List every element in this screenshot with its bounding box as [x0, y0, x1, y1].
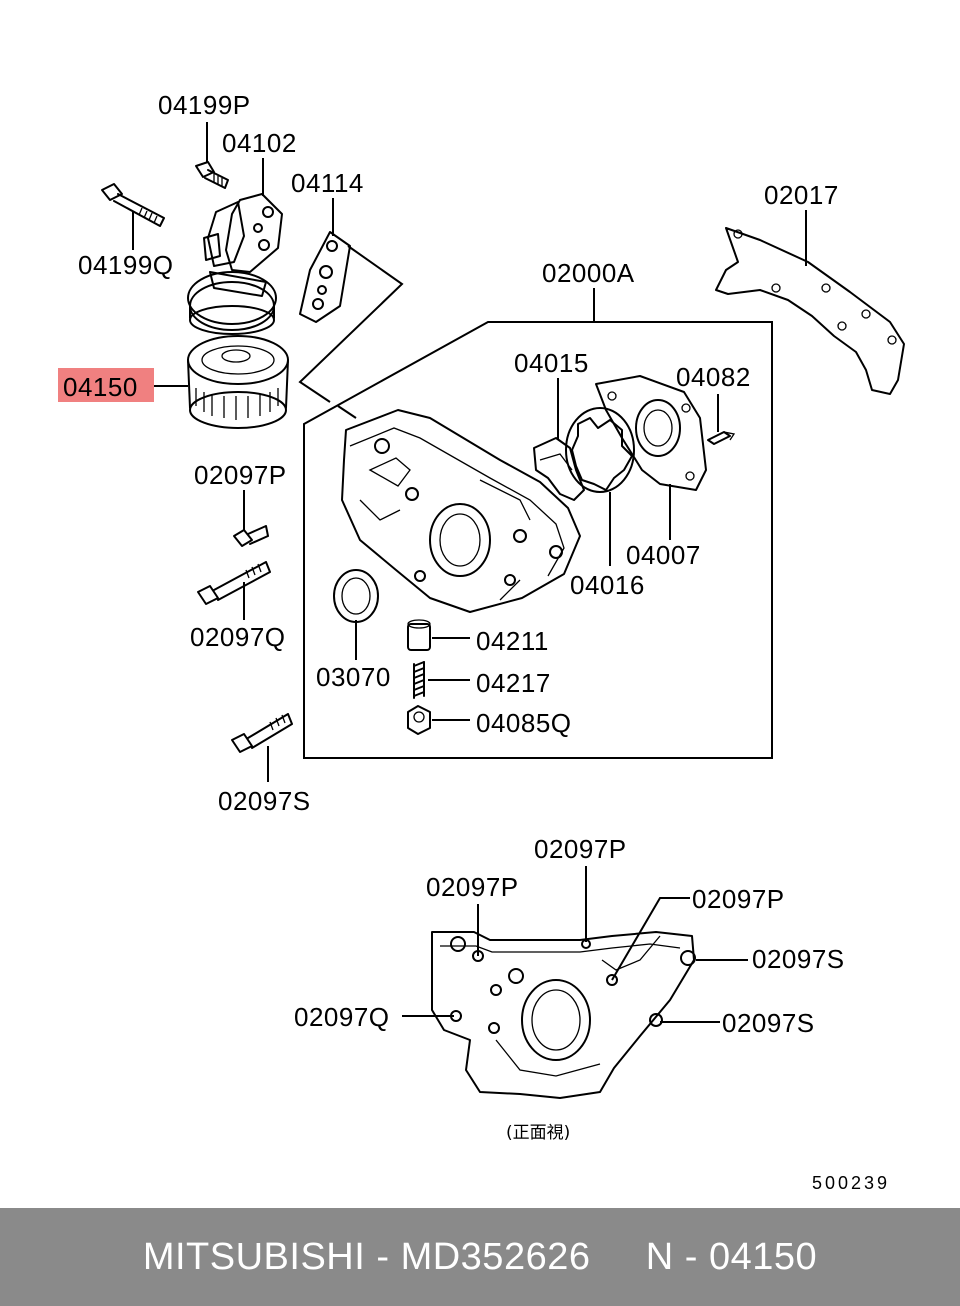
bolt-02097p-drawing — [233, 525, 269, 547]
label-04150: 04150 — [63, 372, 138, 402]
label-04211: 04211 — [476, 626, 549, 656]
label-04199p: 04199P — [158, 90, 251, 120]
part-info-footer: MITSUBISHI - MD352626 N - 04150 — [0, 1208, 960, 1306]
oil-seal-03070-drawing — [333, 569, 379, 623]
label-04217: 04217 — [476, 668, 551, 698]
label-04102: 04102 — [222, 128, 297, 158]
exploded-parts-diagram: 04199P 04102 04114 04199Q 04150 02017 02… — [58, 90, 905, 1193]
gasket-02017-drawing — [715, 227, 905, 395]
bolt-04199q-drawing — [101, 183, 165, 227]
label-04114: 04114 — [291, 168, 364, 198]
label-02097p-front-left: 02097P — [426, 872, 519, 902]
bolt-04199p-drawing — [195, 161, 229, 189]
screw-04082-drawing — [707, 431, 736, 445]
label-02097q-left: 02097Q — [190, 622, 286, 652]
relief-plug-04085q-drawing — [407, 705, 431, 735]
label-02000a: 02000A — [542, 258, 635, 288]
label-04007: 04007 — [626, 540, 701, 570]
label-04082: 04082 — [676, 362, 751, 392]
gasket-04114-drawing — [299, 231, 351, 323]
label-02097q-front: 02097Q — [294, 1002, 390, 1032]
label-02097p-front-right: 02097P — [692, 884, 785, 914]
label-04015: 04015 — [514, 348, 589, 378]
filter-bracket-04102-drawing — [203, 193, 283, 297]
label-02017: 02017 — [764, 180, 839, 210]
pump-cover-04007-drawing — [595, 375, 707, 491]
label-02097s-front-2: 02097S — [722, 1008, 815, 1038]
highlight-04150 — [58, 368, 154, 402]
label-02097s-front-1: 02097S — [752, 944, 845, 974]
label-02097s-left: 02097S — [218, 786, 311, 816]
oil-pump-body-drawing — [341, 409, 581, 613]
oil-filter-04150-drawing — [187, 271, 289, 429]
label-02097p-left: 02097P — [194, 460, 287, 490]
front-view-drawing — [431, 931, 696, 1099]
front-view-caption: (正面視) — [506, 1123, 570, 1143]
label-03070: 03070 — [316, 662, 391, 692]
label-04016: 04016 — [570, 570, 645, 600]
outer-rotor-04016-drawing — [565, 407, 635, 493]
diagram-number: 500239 — [812, 1173, 890, 1193]
oil-pump-assembly-box — [303, 321, 773, 759]
bolt-02097s-drawing — [231, 713, 293, 753]
bolt-02097q-drawing — [197, 561, 271, 605]
part-number-text: MITSUBISHI - MD352626 N - 04150 — [142, 1235, 818, 1278]
label-04085q: 04085Q — [476, 708, 572, 738]
relief-plunger-04211-drawing — [407, 619, 431, 651]
relief-spring-04217-drawing — [413, 661, 425, 699]
label-04199q: 04199Q — [78, 250, 174, 280]
label-02097p-front-top: 02097P — [534, 834, 627, 864]
